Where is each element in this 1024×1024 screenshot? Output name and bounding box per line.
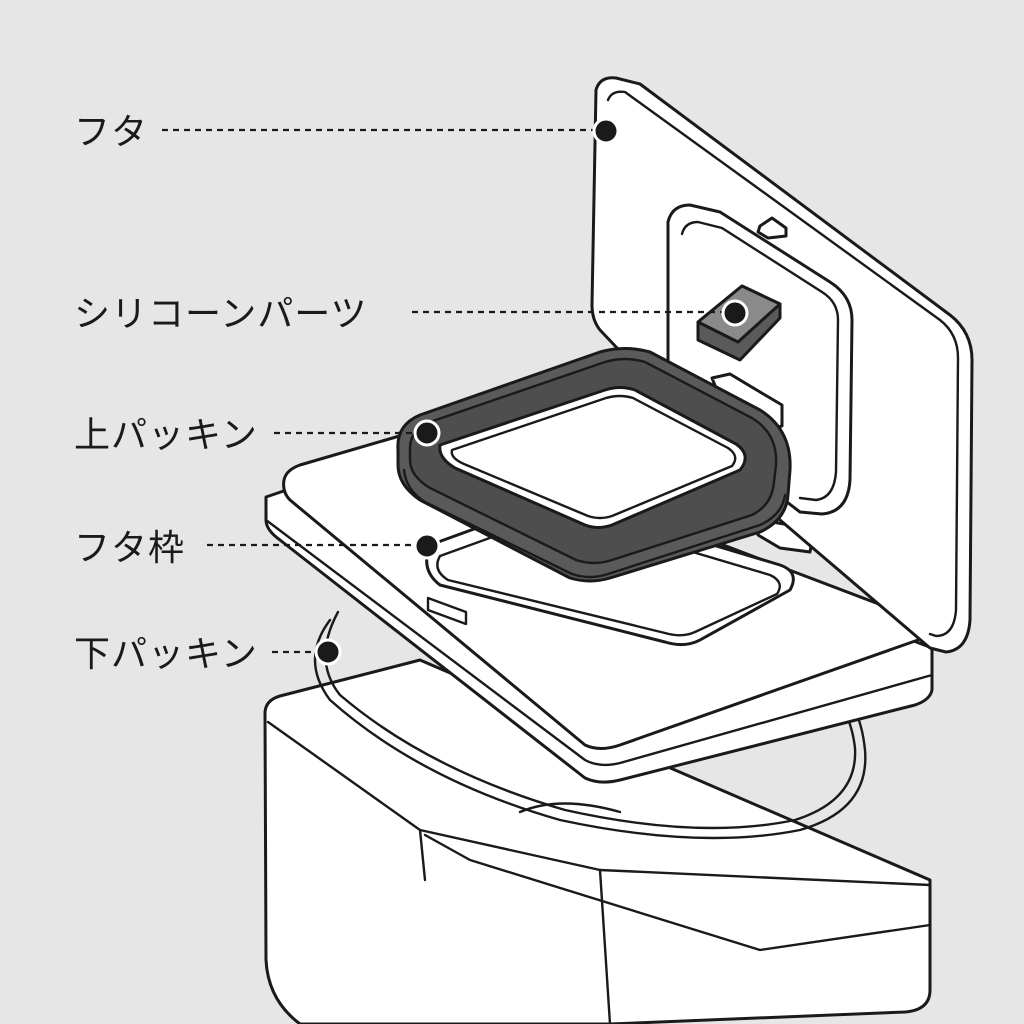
callout-silicone-part [412, 299, 749, 327]
callout-dot-upper-packing [413, 419, 441, 447]
callout-upper-packing [274, 419, 441, 447]
callout-dot-lid [592, 117, 620, 145]
callout-dot-lower-packing [314, 638, 342, 666]
label-upper-packing: 上パッキン [74, 415, 258, 456]
callout-lid [162, 117, 620, 145]
lower-packing-ring [313, 610, 867, 840]
callout-dot-silicone-part [721, 299, 749, 327]
label-lid: フタ [74, 112, 148, 153]
label-lower-packing: 下パッキン [74, 634, 258, 675]
upper-packing-gasket [396, 347, 792, 583]
callout-lid-frame [207, 532, 441, 560]
label-lid-frame: フタ枠 [74, 528, 185, 569]
callout-dot-lid-frame [413, 532, 441, 560]
label-silicone-part: シリコーンパーツ [74, 294, 367, 335]
container-body [263, 658, 932, 1024]
callout-lower-packing [272, 638, 342, 666]
